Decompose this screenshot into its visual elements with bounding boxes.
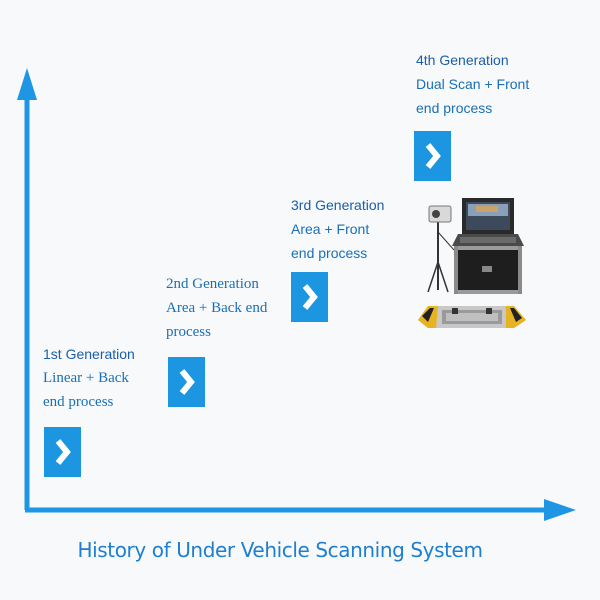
generation-1-line-1: Linear + Back	[43, 370, 129, 386]
chevron-right-icon	[425, 143, 441, 169]
generation-1-text: 1st Generation Linear + Back end process	[43, 342, 135, 414]
generation-3-line-1: Area + Front	[291, 221, 370, 237]
under-vehicle-scanner-equipment	[418, 198, 526, 328]
generation-3-title: 3rd Generation	[291, 197, 385, 213]
generation-2-line-2: process	[166, 324, 211, 340]
chevron-right-icon	[55, 439, 71, 465]
generation-1-title: 1st Generation	[43, 346, 135, 362]
generation-2-chevron-button	[168, 357, 205, 407]
generation-4-line-2: end process	[416, 100, 493, 116]
y-axis-arrowhead	[17, 68, 37, 100]
diagram-caption: History of Under Vehicle Scanning System	[77, 538, 483, 562]
generation-3-text: 3rd Generation Area + Front end process	[291, 193, 384, 265]
generation-1-chevron-button	[44, 427, 81, 477]
generation-3-line-2: end process	[291, 245, 368, 261]
chevron-right-icon	[302, 284, 318, 310]
x-axis-arrowhead	[544, 499, 576, 521]
generation-2-title: 2nd Generation	[166, 276, 259, 292]
generation-2-text: 2nd Generation Area + Back end process	[166, 272, 267, 344]
generation-3-chevron-button	[291, 272, 328, 322]
chevron-right-icon	[179, 369, 195, 395]
generation-4-text: 4th Generation Dual Scan + Front end pro…	[416, 48, 529, 120]
generation-4-chevron-button	[414, 131, 451, 181]
generation-4-title: 4th Generation	[416, 52, 509, 68]
generation-4-line-1: Dual Scan + Front	[416, 76, 530, 92]
generation-1-line-2: end process	[43, 394, 114, 410]
generation-2-line-1: Area + Back end	[166, 300, 268, 316]
